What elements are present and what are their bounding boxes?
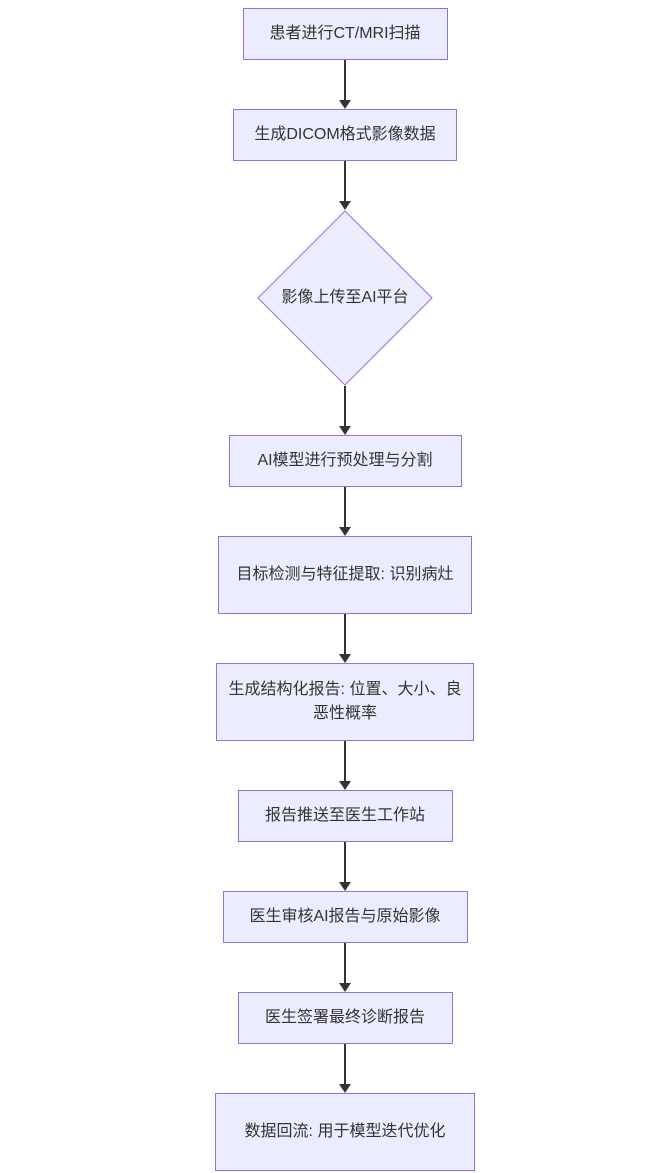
node-data-feedback: 数据回流: 用于模型迭代优化 [215, 1093, 475, 1171]
arrowhead-icon [339, 100, 351, 109]
node-report-push-workstation: 报告推送至医生工作站 [237, 790, 453, 842]
arrow-line [344, 487, 346, 529]
down-arrow-connector [338, 386, 352, 435]
arrowhead-icon [339, 781, 351, 790]
arrow-line [344, 943, 346, 985]
down-arrow-connector [338, 842, 352, 891]
node-dicom-generation: 生成DICOM格式影像数据 [233, 109, 457, 161]
arrow-line [344, 614, 346, 656]
arrow-line [344, 386, 346, 428]
down-arrow-connector [338, 614, 352, 663]
arrowhead-icon [339, 527, 351, 536]
arrow-line [344, 161, 346, 203]
arrowhead-icon [339, 882, 351, 891]
down-arrow-connector [338, 60, 352, 109]
node-doctor-sign: 医生签署最终诊断报告 [237, 992, 453, 1044]
flowchart: 患者进行CT/MRI扫描 生成DICOM格式影像数据 影像上传至AI平台 AI模… [215, 8, 475, 1171]
arrowhead-icon [339, 654, 351, 663]
node-preprocess-segmentation: AI模型进行预处理与分割 [228, 435, 462, 487]
down-arrow-connector [338, 943, 352, 992]
node-detection-feature-extraction: 目标检测与特征提取: 识别病灶 [218, 536, 472, 614]
arrow-line [344, 1044, 346, 1086]
down-arrow-connector [338, 741, 352, 790]
arrowhead-icon [339, 1084, 351, 1093]
node-doctor-review: 医生审核AI报告与原始影像 [222, 891, 468, 943]
arrow-line [344, 741, 346, 783]
arrowhead-icon [339, 426, 351, 435]
decision-upload-ai-platform: 影像上传至AI平台 [257, 210, 433, 386]
node-structured-report: 生成结构化报告: 位置、大小、良恶性概率 [216, 663, 474, 741]
arrow-line [344, 842, 346, 884]
arrow-line [344, 60, 346, 102]
diamond-shape [257, 210, 433, 386]
down-arrow-connector [338, 1044, 352, 1093]
down-arrow-connector [338, 161, 352, 210]
down-arrow-connector [338, 487, 352, 536]
arrowhead-icon [339, 201, 351, 210]
decision-label: 影像上传至AI平台 [281, 289, 409, 306]
arrowhead-icon [339, 983, 351, 992]
node-ct-mri-scan: 患者进行CT/MRI扫描 [242, 8, 448, 60]
